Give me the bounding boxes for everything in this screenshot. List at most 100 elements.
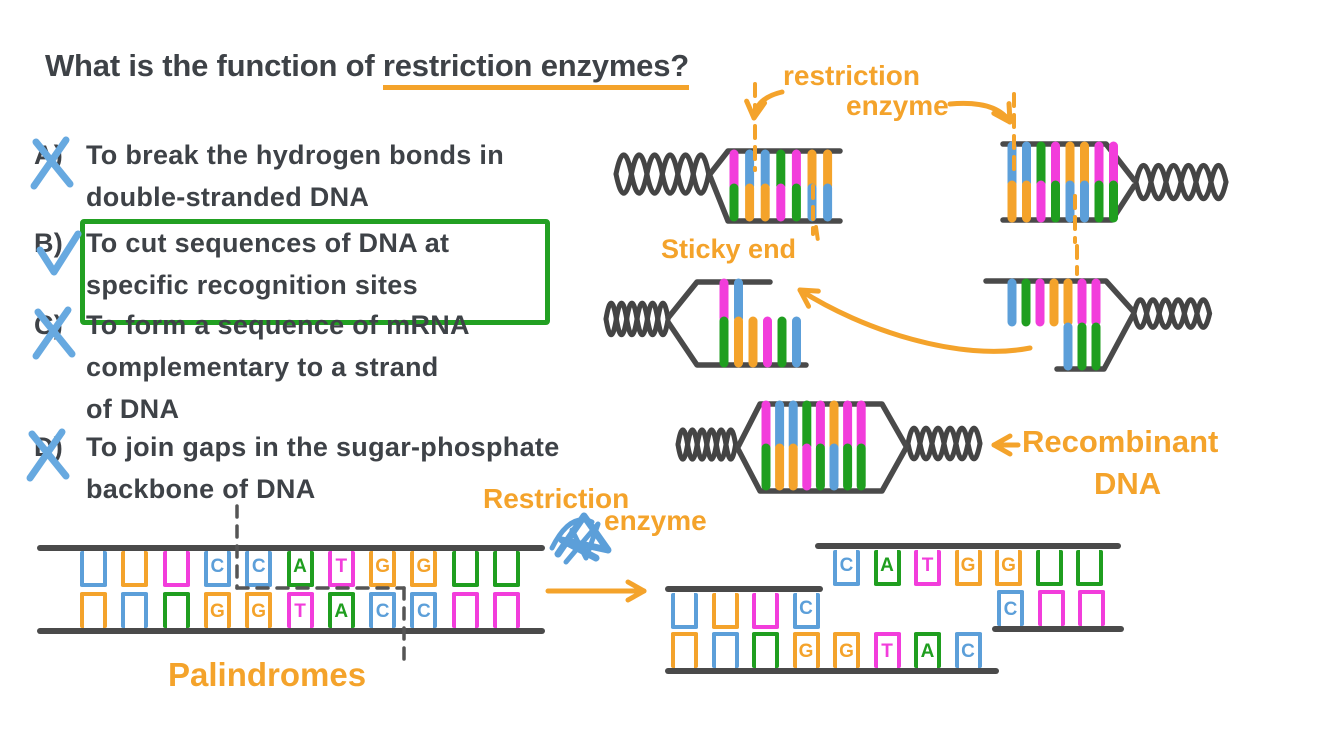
restriction-enzyme-bottom-label-line2: enzyme [604,505,707,536]
base-letter: A [334,601,349,622]
base-box-T: T [286,592,314,628]
base-letter: C [210,556,225,577]
base-letter: T [294,601,306,622]
base-letter: A [920,641,935,662]
base-letter: G [839,641,854,662]
dna-helix [1136,165,1226,198]
base-letter: T [335,556,348,577]
dna-helix [1134,300,1210,328]
base-box-A: A [914,632,941,668]
base-letter: G [416,556,432,577]
base-box [711,632,739,668]
recombinant-dna-label-line2: DNA [1094,466,1162,501]
base-box-C: C [245,551,273,587]
base-box [752,632,779,668]
base-letter: G [1001,555,1016,576]
base-letter: C [961,641,975,662]
sticky-end-tick [814,225,820,243]
dna-helix [678,430,736,459]
base-box [162,592,190,628]
base-box [451,592,479,628]
option-d-label: D) [34,432,64,462]
base-box [80,551,107,587]
base-letter: G [375,556,390,577]
base-box [1076,550,1103,586]
base-letter: C [417,601,431,622]
restriction-enzyme-blob [549,512,612,565]
answer-option-c: C) To form a sequence of mRNA complementa… [34,304,470,430]
base-box-C: C [997,590,1024,626]
base-box [1037,590,1065,626]
base-letter: C [839,555,854,576]
base-box-A: A [286,551,314,587]
base-box [711,593,739,629]
base-box-G: G [995,550,1022,586]
restriction-enzyme-top-label-line2: enzyme [846,90,949,121]
sticky-end-label: Sticky end [661,234,797,264]
restriction-enzyme-bottom-label-line1: Restriction [483,483,630,514]
dna-bubble-outline [1000,141,1137,223]
option-b-label: B) [34,228,64,258]
dna-molecule-top-left [616,82,843,236]
question-title-highlight: restriction enzymes? [382,48,689,90]
base-box-G: G [369,551,397,587]
base-box [671,593,698,629]
base-box-G: G [245,592,273,628]
option-c-label: C) [34,310,64,340]
base-box-G: G [410,551,438,587]
question-title-prefix: What is the function of [45,48,375,83]
base-letter: C [799,598,813,619]
base-letter: T [921,555,934,576]
base-box-G: G [954,550,982,586]
base-letter: G [251,601,267,622]
answer-option-d: D) To join gaps in the sugar-phosphate ba… [34,426,560,510]
base-letter: A [880,555,894,576]
base-letter: G [798,641,814,662]
arrow-join-fragments [797,287,1033,354]
base-letter: T [881,641,893,662]
base-box [752,593,779,629]
dna-fragment-sticky-right [983,244,1210,372]
option-a-text: To break the hydrogen bonds in double-st… [86,140,505,212]
base-box-C: C [203,551,231,587]
answer-option-b: B)To cut sequences of DNA at specific re… [34,222,449,306]
base-box-T: T [873,632,901,668]
correct-answer-box [80,219,550,325]
base-letter: G [960,555,976,576]
dna-helix [908,428,980,459]
staggered-cut-line [235,504,406,670]
base-box-T: T [327,551,355,587]
base-box [451,551,479,587]
dna-bubble-outline [735,401,909,494]
base-letter: G [210,601,225,622]
base-letter: C [375,601,390,622]
base-box-C: C [410,592,438,628]
dna-fragment-sticky-left [606,278,809,368]
base-box-G: G [833,632,860,668]
base-box [493,592,520,628]
answer-option-a: A) To break the hydrogen bonds in double-… [34,134,504,218]
question-title: What is the function of restriction enzy… [45,48,689,90]
palindromes-label: Palindromes [168,656,367,693]
base-box [162,551,190,587]
base-letter: C [251,556,266,577]
base-box-G: G [203,592,231,628]
dna-molecule-top-right [1000,92,1226,244]
base-letter: C [1003,599,1018,620]
fragment-outline [983,278,1136,372]
option-d-text: To join gaps in the sugar-phosphate back… [86,432,560,504]
restriction-enzyme-top-label-line1: restriction [783,60,920,91]
base-box-C: C [792,593,820,629]
base-box [1035,550,1063,586]
option-c-text: To form a sequence of mRNA complementary… [86,310,470,424]
base-box-A: A [327,592,355,628]
option-a-label: A) [34,140,64,170]
recombinant-dna-molecule [678,400,980,494]
base-letter: A [293,556,307,577]
base-box [671,632,698,668]
base-box [80,592,107,628]
arrow-to-left-cut-site [744,89,785,121]
dna-helix [616,155,709,193]
